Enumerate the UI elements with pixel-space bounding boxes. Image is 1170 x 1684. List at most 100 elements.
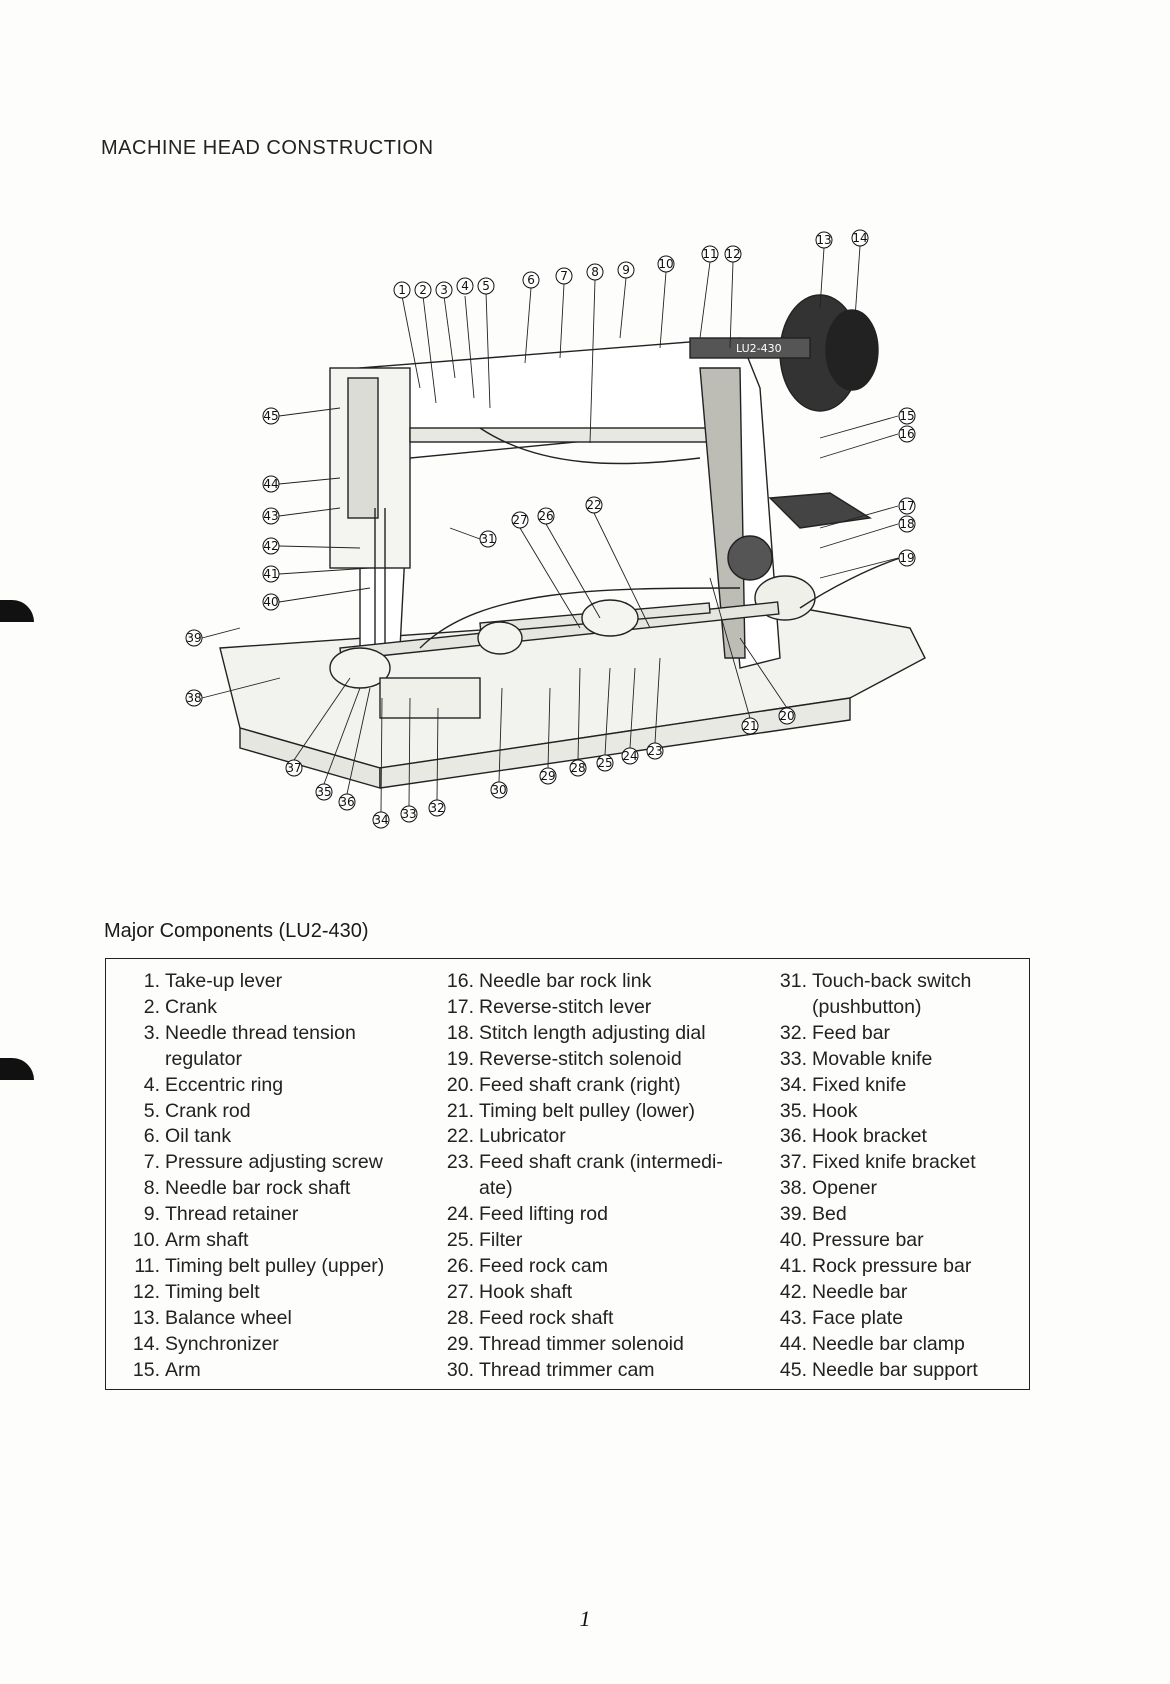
callout-42-text: 42 bbox=[263, 539, 278, 553]
callout-35: 35 bbox=[315, 783, 333, 801]
section-title: MACHINE HEAD CONSTRUCTION bbox=[101, 137, 434, 159]
list-item: 27.Hook shaft bbox=[438, 1280, 758, 1306]
item-number: 4. bbox=[143, 1073, 160, 1096]
list-item: 14.Synchronizer bbox=[124, 1332, 409, 1358]
item-label: ate) bbox=[479, 1177, 513, 1200]
item-label: Timing belt pulley (lower) bbox=[479, 1099, 696, 1122]
callout-22-text: 22 bbox=[586, 498, 601, 512]
item-label: regulator bbox=[165, 1047, 242, 1070]
item-label: Needle thread tension bbox=[165, 1021, 356, 1044]
callout-8-text: 8 bbox=[591, 265, 599, 279]
callout-21: 21 bbox=[741, 717, 759, 735]
item-label: Reverse-stitch lever bbox=[479, 995, 652, 1018]
list-item: 1.Take-up lever bbox=[124, 969, 409, 995]
item-number: 12. bbox=[132, 1280, 160, 1303]
item-number: 8. bbox=[143, 1177, 160, 1200]
callout-5: 5 bbox=[477, 277, 495, 295]
item-label: Filter bbox=[479, 1229, 523, 1252]
callout-15-text: 15 bbox=[899, 409, 914, 423]
item-number: 21. bbox=[446, 1099, 474, 1122]
callout-numbers: 1 2 3 4 5 6 7 8 9 10 11 12 13 14 15 16 1… bbox=[185, 229, 916, 829]
callout-10: 10 bbox=[657, 255, 675, 273]
item-label: Arm bbox=[165, 1358, 201, 1381]
components-column-3: 31.Touch-back switch (pushbutton) 32.Fee… bbox=[771, 969, 1026, 1384]
machine-model-plate: LU2-430 bbox=[736, 342, 782, 355]
callout-19-text: 19 bbox=[899, 551, 914, 565]
callout-41-text: 41 bbox=[263, 567, 278, 581]
callout-37-text: 37 bbox=[286, 761, 301, 775]
item-label: Arm shaft bbox=[165, 1229, 249, 1252]
callout-43: 43 bbox=[262, 507, 280, 525]
callout-30: 30 bbox=[490, 781, 508, 799]
list-item: 17.Reverse-stitch lever bbox=[438, 995, 758, 1021]
item-number: 24. bbox=[446, 1203, 474, 1226]
callout-3: 3 bbox=[435, 281, 453, 299]
callout-10-text: 10 bbox=[658, 257, 673, 271]
list-item: 21.Timing belt pulley (lower) bbox=[438, 1099, 758, 1125]
callout-44: 44 bbox=[262, 475, 280, 493]
list-item: 38.Opener bbox=[771, 1176, 1026, 1202]
list-item: 30.Thread trimmer cam bbox=[438, 1358, 758, 1384]
callout-17: 17 bbox=[898, 497, 916, 515]
item-label: Needle bar clamp bbox=[812, 1332, 965, 1355]
callout-31: 31 bbox=[479, 530, 497, 548]
callout-6-text: 6 bbox=[527, 273, 535, 287]
item-number: 14. bbox=[132, 1332, 160, 1355]
list-item: 39.Bed bbox=[771, 1202, 1026, 1228]
list-item: 33.Movable knife bbox=[771, 1047, 1026, 1073]
callout-30-text: 30 bbox=[491, 783, 506, 797]
item-label: Needle bar bbox=[812, 1280, 908, 1303]
item-number: 35. bbox=[779, 1099, 807, 1122]
callout-12: 12 bbox=[724, 245, 742, 263]
list-item: 23.Feed shaft crank (intermedi- bbox=[438, 1150, 758, 1176]
item-label: Crank rod bbox=[165, 1099, 251, 1122]
callout-11: 11 bbox=[701, 245, 719, 263]
callout-18: 18 bbox=[898, 515, 916, 533]
list-item: 35.Hook bbox=[771, 1099, 1026, 1125]
item-label: Hook bracket bbox=[812, 1125, 927, 1148]
item-label: Feed shaft crank (intermedi- bbox=[479, 1151, 723, 1174]
item-label: Take-up lever bbox=[165, 970, 283, 992]
callout-5-text: 5 bbox=[482, 279, 490, 293]
components-column-2: 16.Needle bar rock link 17.Reverse-stitc… bbox=[438, 969, 758, 1384]
list-item: 28.Feed rock shaft bbox=[438, 1306, 758, 1332]
callout-24: 24 bbox=[621, 747, 639, 765]
callout-19: 19 bbox=[898, 549, 916, 567]
item-number bbox=[124, 1047, 160, 1073]
list-item: regulator bbox=[124, 1047, 409, 1073]
callout-34: 34 bbox=[372, 811, 390, 829]
callout-23: 23 bbox=[646, 742, 664, 760]
callout-39: 39 bbox=[185, 629, 203, 647]
item-number: 19. bbox=[446, 1047, 474, 1070]
item-label: Crank bbox=[165, 995, 218, 1018]
callout-29-text: 29 bbox=[540, 769, 555, 783]
item-label: Feed shaft crank (right) bbox=[479, 1073, 681, 1096]
item-label: Fixed knife bracket bbox=[812, 1151, 976, 1174]
item-label: Feed rock cam bbox=[479, 1254, 608, 1277]
callout-28-text: 28 bbox=[570, 761, 585, 775]
callout-24-text: 24 bbox=[622, 749, 637, 763]
list-item: 42.Needle bar bbox=[771, 1280, 1026, 1306]
list-item: 37.Fixed knife bracket bbox=[771, 1150, 1026, 1176]
list-item: ate) bbox=[438, 1176, 758, 1202]
item-number: 37. bbox=[779, 1151, 807, 1174]
callout-26: 26 bbox=[537, 507, 555, 525]
callout-31-text: 31 bbox=[480, 532, 495, 546]
item-number: 38. bbox=[779, 1177, 807, 1200]
item-label: Opener bbox=[812, 1177, 878, 1200]
item-number: 34. bbox=[779, 1073, 807, 1096]
item-label: Feed lifting rod bbox=[479, 1203, 608, 1226]
callout-25-text: 25 bbox=[597, 756, 612, 770]
callout-leaders bbox=[201, 245, 899, 813]
list-item: 8.Needle bar rock shaft bbox=[124, 1176, 409, 1202]
list-item: 4.Eccentric ring bbox=[124, 1073, 409, 1099]
item-label: Touch-back switch bbox=[812, 970, 972, 992]
callout-20-text: 20 bbox=[779, 709, 794, 723]
list-item: 10.Arm shaft bbox=[124, 1228, 409, 1254]
components-column-1: 1.Take-up lever 2.Crank 3.Needle thread … bbox=[124, 969, 409, 1384]
item-label: Needle bar rock link bbox=[479, 970, 652, 992]
item-number: 13. bbox=[132, 1306, 160, 1329]
binding-hole-mark bbox=[0, 600, 34, 622]
components-title: Major Components (LU2-430) bbox=[104, 920, 369, 942]
